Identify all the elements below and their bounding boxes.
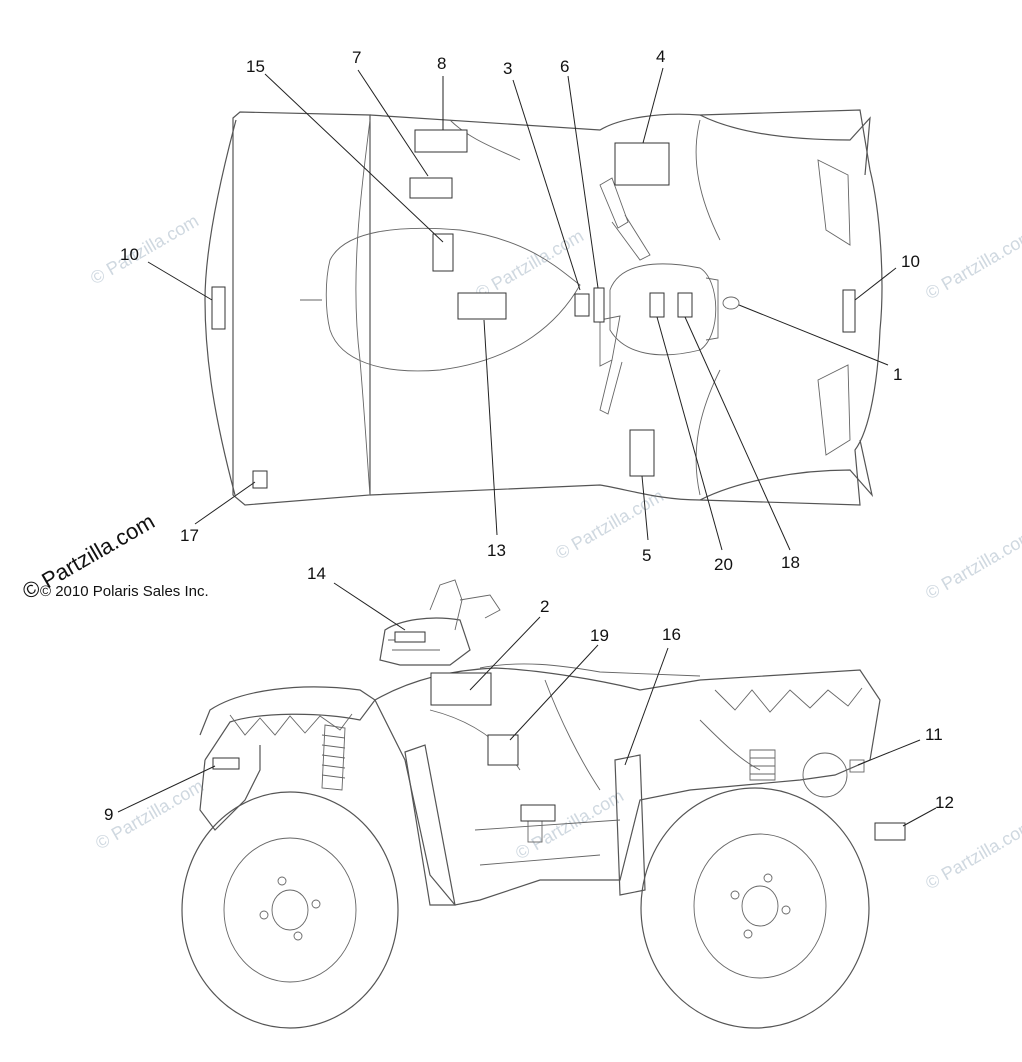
top-view-atv (204, 109, 883, 506)
decal-6 (593, 287, 605, 323)
decal-9 (212, 757, 240, 770)
callout-5: 5 (642, 546, 651, 565)
decal-15 (432, 233, 454, 272)
decal-12 (874, 822, 906, 841)
decal-17 (252, 470, 268, 489)
watermark: © Partzilla.com (512, 785, 627, 863)
decal-18 (677, 292, 693, 318)
callout-18: 18 (781, 553, 800, 572)
decal-8 (414, 129, 468, 153)
decal-20 (649, 292, 665, 318)
decal-7 (409, 177, 453, 199)
decal-10-rear (211, 286, 226, 330)
watermark: © Partzilla.com (87, 210, 202, 288)
decal-4 (614, 142, 670, 186)
callout-9: 9 (104, 805, 113, 824)
callout-3: 3 (503, 59, 512, 78)
callout-20: 20 (714, 555, 733, 574)
callout-1: 1 (893, 365, 902, 384)
callout-19: 19 (590, 626, 609, 645)
watermark: © Partzilla.com (922, 225, 1022, 303)
side-view-atv (181, 579, 906, 1029)
decal-14 (394, 631, 426, 643)
watermark: © Partzilla.com (922, 815, 1022, 893)
callout-11: 11 (925, 725, 943, 744)
callout-numbers: 15 7 8 3 6 4 10 10 1 17 13 5 20 18 14 2 … (104, 47, 954, 824)
copyright-text: © 2010 Polaris Sales Inc. (40, 583, 209, 600)
watermark: © Partzilla.com (472, 225, 587, 303)
watermark: © Partzilla.com (922, 525, 1022, 603)
leader-lines-side (117, 582, 937, 827)
callout-6: 6 (560, 57, 569, 76)
callout-10-front: 10 (901, 252, 920, 271)
decal-footwell (520, 804, 556, 822)
callout-16: 16 (662, 625, 681, 644)
callout-17: 17 (180, 526, 199, 545)
callout-2: 2 (540, 597, 549, 616)
decal-19 (487, 734, 519, 766)
callout-8: 8 (437, 54, 446, 73)
callout-4: 4 (656, 47, 665, 66)
decal-5 (629, 429, 655, 477)
leader-lines-top (147, 67, 897, 551)
decal-10-front (842, 289, 856, 333)
decal-13 (457, 292, 507, 320)
decal-3 (574, 293, 590, 317)
callout-7: 7 (352, 48, 361, 67)
callout-15: 15 (246, 57, 265, 76)
callout-13: 13 (487, 541, 506, 560)
callout-12: 12 (935, 793, 954, 812)
callout-10-rear: 10 (120, 245, 139, 264)
callout-14: 14 (307, 564, 326, 583)
